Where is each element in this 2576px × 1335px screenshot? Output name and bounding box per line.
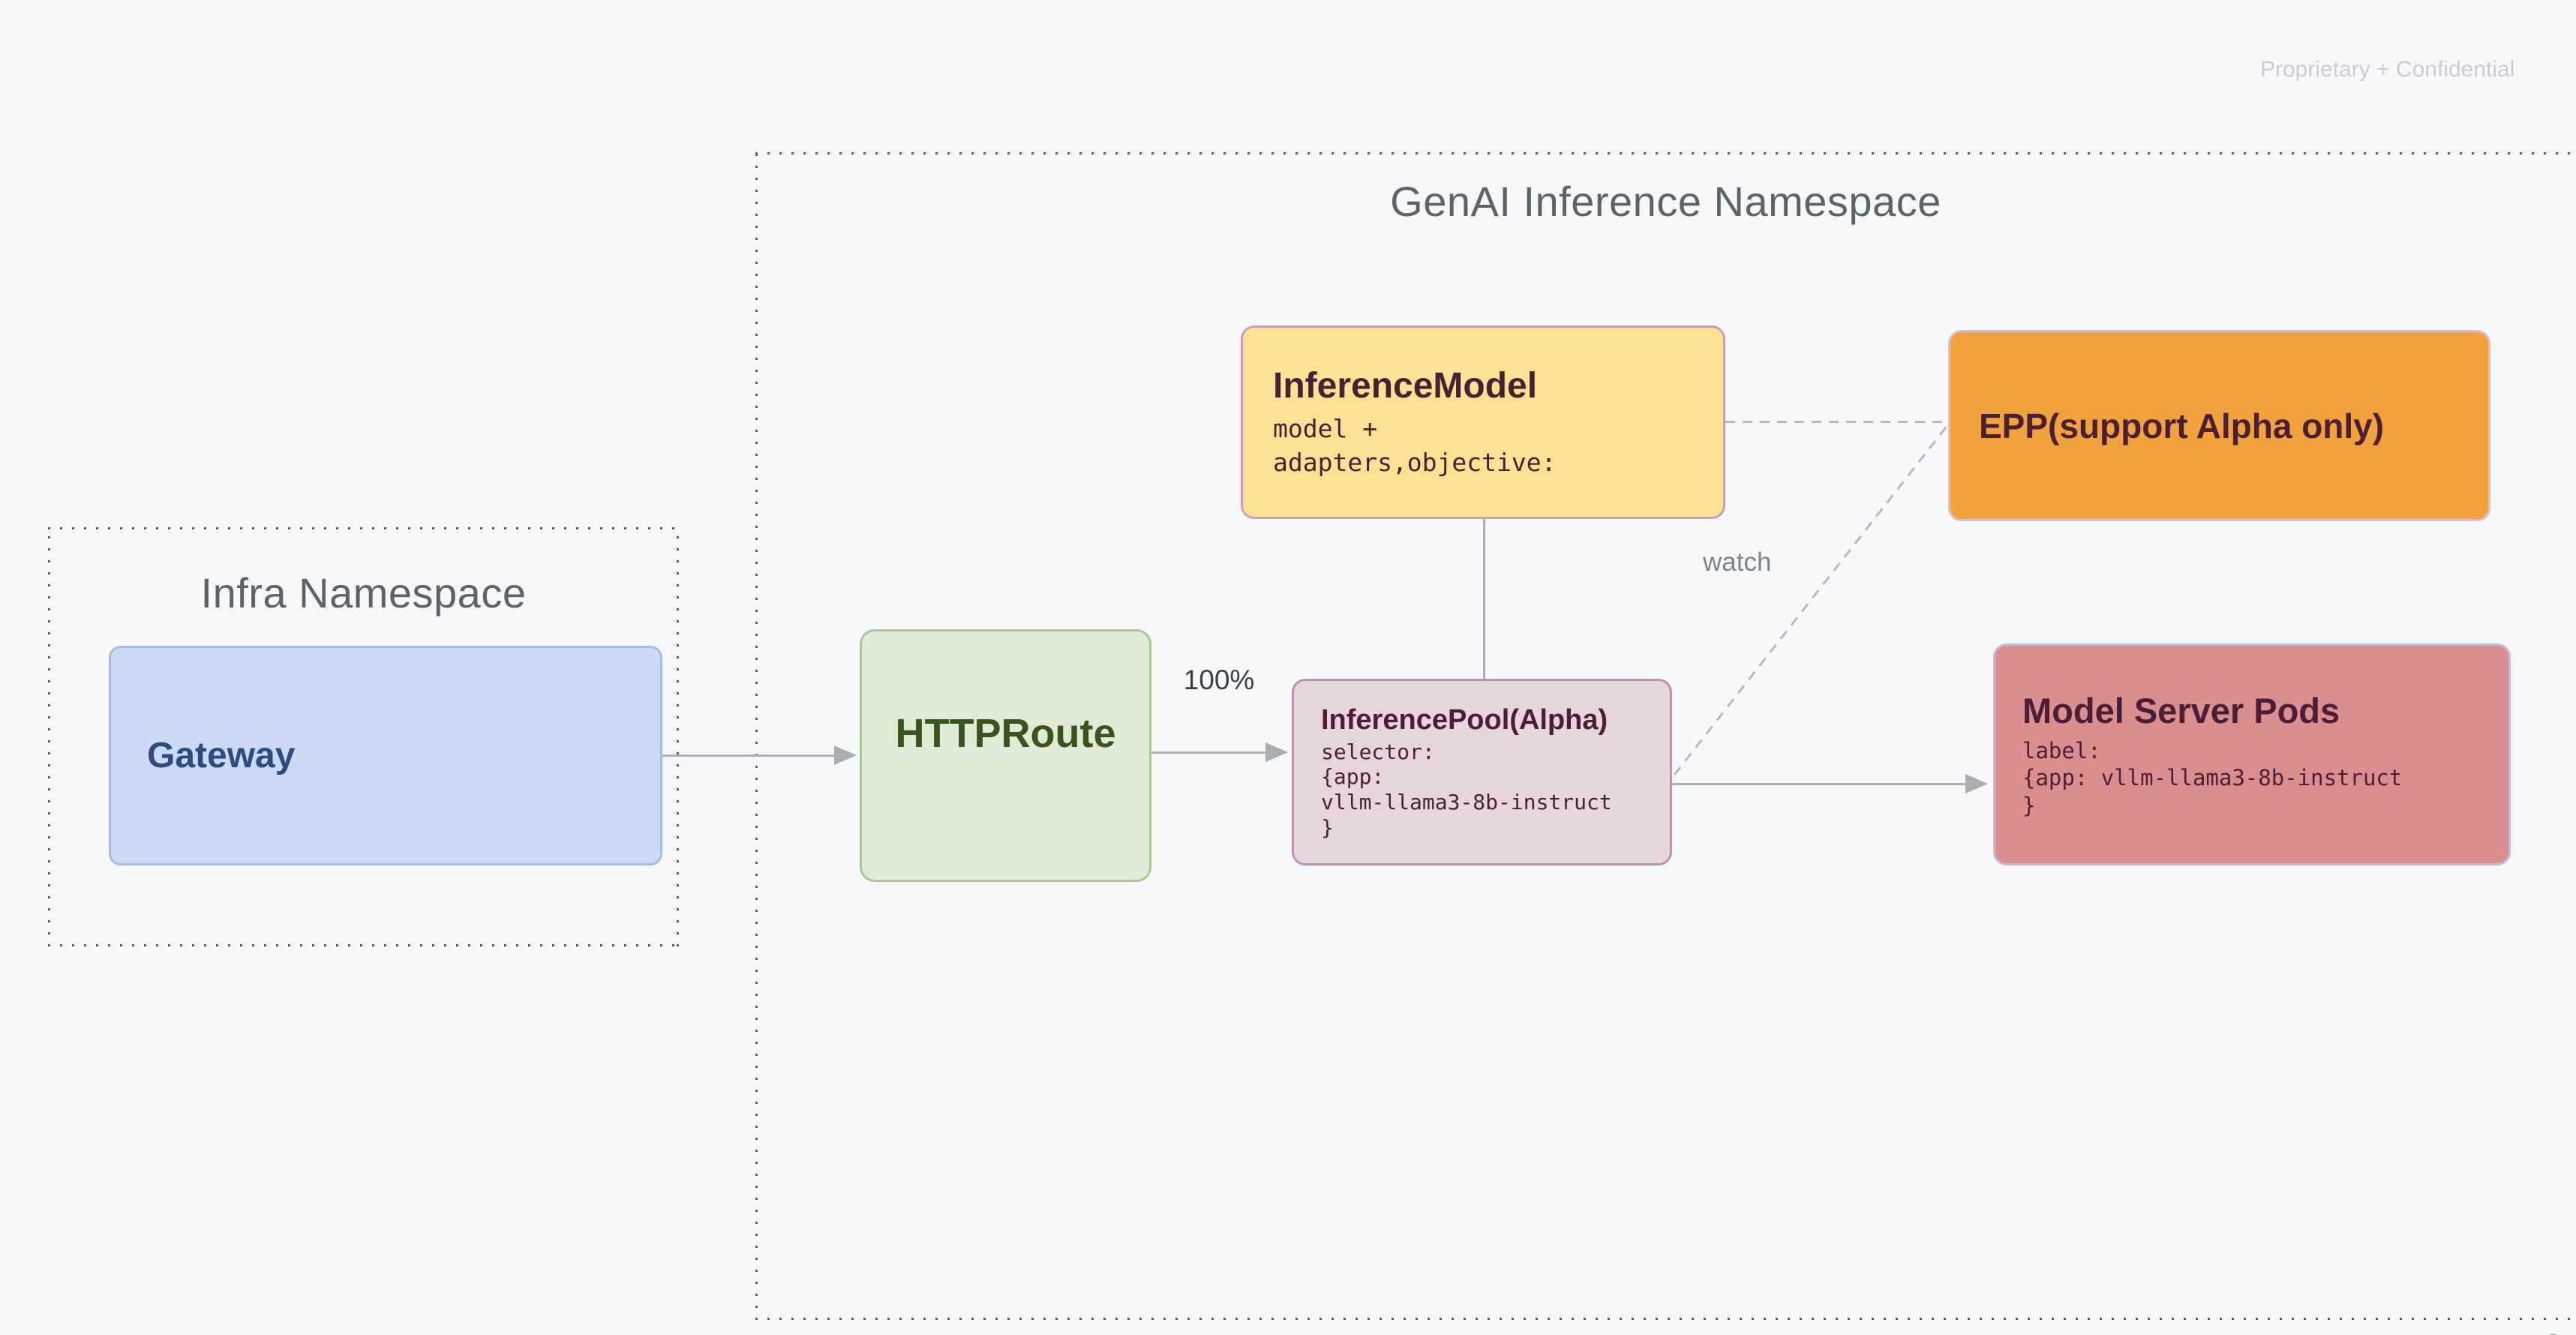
inference-model-spec: model + adapters,objective: bbox=[1273, 413, 1557, 477]
route-weight-label: 100% bbox=[1183, 664, 1255, 695]
model-server-pods-node: Model Server Pods label: {app: vllm-llam… bbox=[1993, 644, 2511, 866]
edge-httproute-to-pool bbox=[1151, 752, 1268, 754]
inference-model-title: InferenceModel bbox=[1273, 365, 1538, 406]
inference-pool-selector: selector: {app: vllm-llama3-8b-instruct … bbox=[1321, 739, 1612, 840]
epp-title: EPP(support Alpha only) bbox=[1979, 406, 2385, 446]
model-server-pods-label: label: {app: vllm-llama3-8b-instruct } bbox=[2022, 738, 2403, 818]
arrow-right-icon bbox=[1265, 742, 1288, 762]
edge-pool-to-server bbox=[1672, 783, 1967, 785]
infra-namespace-title: Infra Namespace bbox=[200, 569, 527, 616]
edge-model-to-epp-dashed bbox=[1725, 421, 1948, 423]
confidential-watermark: Proprietary + Confidential bbox=[2260, 57, 2515, 82]
edge-gateway-to-httproute bbox=[662, 754, 836, 757]
gateway-node: Gateway bbox=[109, 646, 662, 866]
httproute-node: HTTPRoute bbox=[860, 629, 1151, 882]
httproute-title: HTTPRoute bbox=[895, 710, 1116, 756]
gateway-title: Gateway bbox=[147, 736, 296, 776]
epp-node: EPP(support Alpha only) bbox=[1948, 330, 2490, 521]
inference-pool-node: InferencePool(Alpha) selector: {app: vll… bbox=[1292, 679, 1672, 866]
arrow-right-icon bbox=[1965, 774, 1988, 794]
google-logo: Google bbox=[2378, 1322, 2576, 1335]
edge-model-to-pool bbox=[1483, 519, 1485, 679]
inference-model-node: InferenceModel model + adapters,objectiv… bbox=[1241, 326, 1725, 519]
genai-namespace-title: GenAI Inference Namespace bbox=[1390, 178, 1941, 225]
inference-pool-title: InferencePool(Alpha) bbox=[1321, 704, 1608, 736]
model-server-pods-title: Model Server Pods bbox=[2022, 691, 2340, 731]
watch-label: watch bbox=[1703, 548, 1772, 577]
arrow-right-icon bbox=[834, 746, 857, 765]
